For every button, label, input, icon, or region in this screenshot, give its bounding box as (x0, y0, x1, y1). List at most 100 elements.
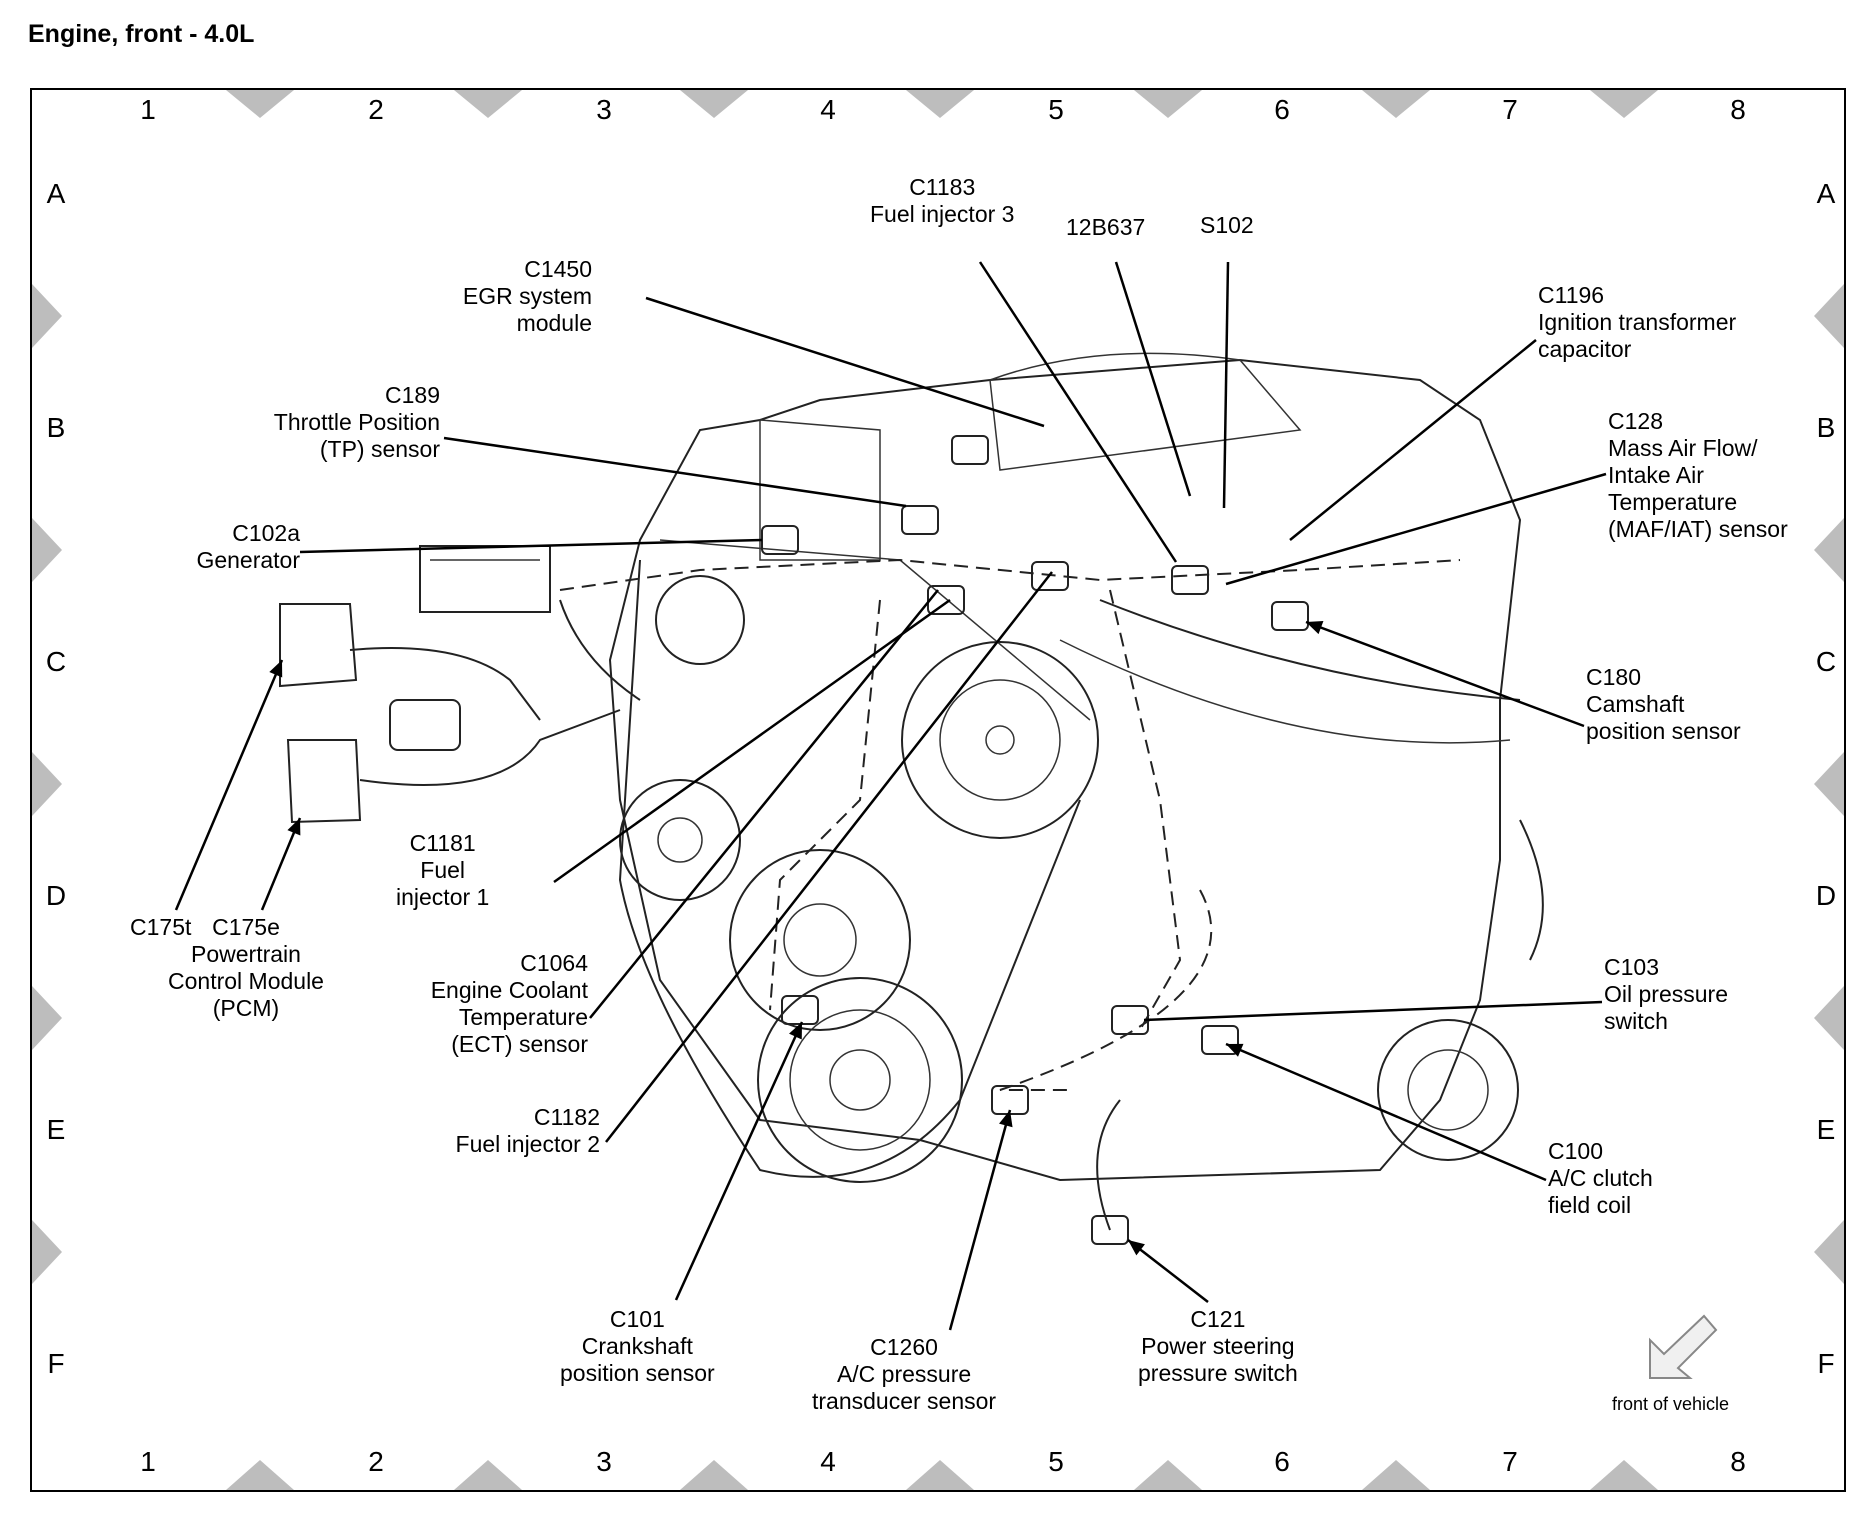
ac-compressor-clutch (1377, 1019, 1519, 1161)
harness-branch-oil (1109, 589, 1182, 1031)
callout-c100-desc-1: A/C clutch (1548, 1165, 1653, 1191)
leader-c189 (443, 436, 907, 508)
grid-col-top-8: 8 (1730, 94, 1746, 125)
front-of-vehicle-arrow-icon (1649, 1314, 1718, 1379)
callout-c103-desc-1: Oil pressure (1604, 981, 1728, 1007)
connector-c180-body (1271, 601, 1309, 631)
grid-row-left-f: F (47, 1348, 65, 1379)
grid-marker-top-4 (906, 90, 974, 118)
callout-c189-desc-1: Throttle Position (273, 409, 440, 435)
callout-12b637: 12B637 (1066, 214, 1145, 241)
engine-outline (608, 358, 1522, 1182)
pcm-harness-joint (559, 599, 641, 701)
grid-row-left-a: A (46, 178, 66, 209)
grid-marker-top-3 (680, 90, 748, 118)
callout-c128-desc-4: (MAF/IAT) sensor (1608, 516, 1788, 542)
leader-s102 (1222, 261, 1230, 509)
drive-belt-upper (659, 539, 1091, 721)
grid-marker-right-2 (1814, 518, 1844, 582)
callout-c180-id: C180 (1586, 664, 1641, 690)
grid-row-right-c: C (1815, 646, 1837, 677)
relay-box (419, 545, 551, 613)
callout-c101-desc-2: position sensor (560, 1360, 715, 1386)
power-steering-pulley-hub (783, 903, 857, 977)
grid-marker-right-4 (1814, 986, 1844, 1050)
leader-c100 (1225, 1042, 1547, 1182)
grid-col-top-3: 3 (596, 94, 612, 125)
grid-col-bottom-3: 3 (596, 1446, 612, 1477)
grid-marker-bottom-3 (680, 1460, 748, 1490)
leader-c1450 (645, 296, 1045, 428)
callout-c121: C121 Power steering pressure switch (1138, 1306, 1298, 1387)
callout-s102: S102 (1200, 212, 1254, 239)
callout-c175e-desc-1: Powertrain (191, 941, 301, 967)
callout-c175t: C175t (130, 914, 191, 941)
callout-c102a: C102a Generator (196, 520, 300, 574)
grid-marker-top-1 (226, 90, 294, 118)
callout-c175e-id: C175e (212, 914, 280, 940)
callout-c128-desc-3: Temperature (1608, 489, 1738, 515)
callout-c1196-desc-2: capacitor (1538, 336, 1632, 362)
diagram-frame (30, 88, 1846, 1492)
callout-c1183-desc: Fuel injector 3 (870, 201, 1015, 227)
crankshaft-pulley-hub (829, 1049, 891, 1111)
front-of-vehicle-label: front of vehicle (1612, 1394, 1730, 1414)
throttle-body (759, 419, 881, 561)
leader-c121 (1127, 1239, 1209, 1303)
grid-col-bottom-1: 1 (140, 1446, 156, 1477)
callout-c1183: C1183 Fuel injector 3 (870, 174, 1014, 228)
grid-col-bottom-4: 4 (820, 1446, 836, 1477)
connector-c1182-body (1031, 561, 1069, 591)
grid-marker-bottom-4 (906, 1460, 974, 1490)
arrowhead-c1260 (999, 1110, 1013, 1128)
callout-c121-desc-2: pressure switch (1138, 1360, 1298, 1386)
grid-col-bottom-2: 2 (368, 1446, 384, 1477)
grid-marker-left-1 (32, 284, 62, 348)
grid-marker-bottom-5 (1134, 1460, 1202, 1490)
grid-marker-right-1 (1814, 284, 1844, 348)
callout-c180-desc-1: Camshaft (1586, 691, 1685, 717)
grid-marker-bottom-1 (226, 1460, 294, 1490)
leader-c102a (299, 538, 763, 554)
grid-marker-right-5 (1814, 1220, 1844, 1284)
grid-row-left-c: C (45, 646, 67, 677)
harness-branch-ac (999, 889, 1213, 1091)
grid-row-right-a: A (1816, 178, 1836, 209)
callout-c100-id: C100 (1548, 1138, 1603, 1164)
grid-marker-bottom-6 (1362, 1460, 1430, 1490)
callout-c103-desc-2: switch (1604, 1008, 1668, 1034)
water-pump-pulley-center (985, 725, 1015, 755)
callout-c175e: C175e Powertrain Control Module (PCM) (168, 914, 324, 1022)
callout-c128-id: C128 (1608, 408, 1663, 434)
callout-c175e-desc-3: (PCM) (212, 995, 280, 1021)
grid-marker-left-2 (32, 518, 62, 582)
callout-c189: C189 Throttle Position (TP) sensor (274, 382, 440, 463)
grid-col-top-7: 7 (1502, 94, 1518, 125)
callout-c180: C180 Camshaft position sensor (1586, 664, 1741, 745)
grid-marker-top-2 (454, 90, 522, 118)
callout-c128-desc-2: Intake Air (1608, 462, 1704, 488)
callout-c1182-id: C1182 (533, 1104, 600, 1130)
grid-row-left-d: D (45, 880, 67, 911)
callout-c189-id: C189 (385, 382, 440, 408)
callout-c103: C103 Oil pressure switch (1604, 954, 1728, 1035)
callout-c1260-desc-1: A/C pressure (836, 1361, 972, 1387)
callout-c102a-id: C102a (232, 520, 300, 546)
callout-c1450-desc-1: EGR system (462, 283, 592, 309)
callout-c175e-desc-2: Control Module (168, 968, 324, 994)
leader-c128 (1225, 472, 1607, 586)
callout-c100: C100 A/C clutch field coil (1548, 1138, 1653, 1219)
grid-col-top-2: 2 (368, 94, 384, 125)
leader-c180 (1305, 620, 1585, 728)
connector-c128-body (1171, 565, 1209, 595)
callout-c1064-desc-3: (ECT) sensor (451, 1031, 588, 1057)
callout-c101: C101 Crankshaft position sensor (560, 1306, 715, 1387)
leader-c1181 (553, 598, 951, 884)
grid-col-bottom-5: 5 (1048, 1446, 1064, 1477)
grid-marker-left-3 (32, 752, 62, 816)
grid-marker-top-6 (1362, 90, 1430, 118)
grid-col-top-1: 1 (140, 94, 156, 125)
callout-c102a-desc: Generator (196, 547, 300, 573)
grid-row-right-d: D (1815, 880, 1837, 911)
callout-c128: C128 Mass Air Flow/ Intake Air Temperatu… (1608, 408, 1788, 543)
